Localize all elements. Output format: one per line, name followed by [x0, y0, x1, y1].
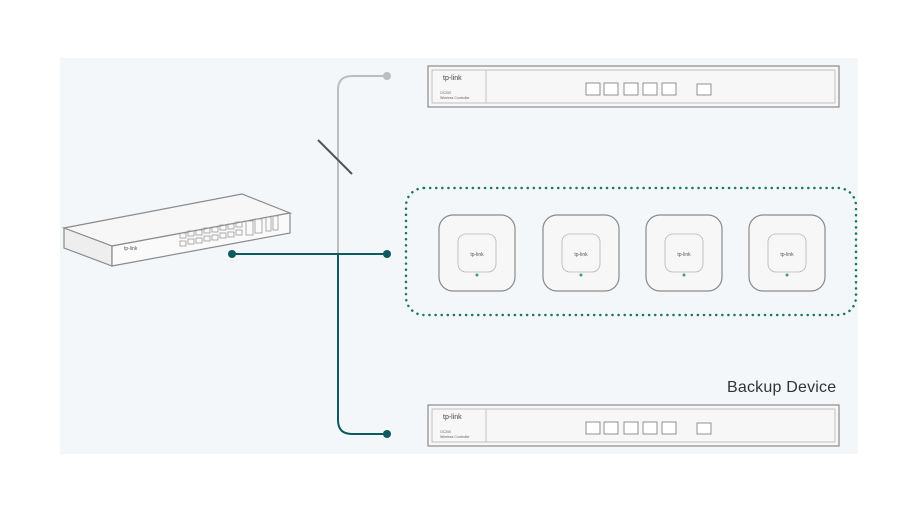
- ap-4-brand: tp-link: [780, 252, 794, 258]
- inactive-link: [337, 75, 387, 254]
- switch-icon: tp-link: [61, 193, 293, 267]
- backup-controller-model: OC200: [440, 430, 451, 434]
- switch-port-dot: [228, 250, 236, 258]
- link-break-mark: [317, 139, 353, 175]
- backup-controller-type: Wireless Controller: [440, 435, 470, 439]
- access-point-icon: tp-link: [438, 214, 516, 292]
- ap-3-brand: tp-link: [677, 252, 691, 258]
- access-point-icon: tp-link: [542, 214, 620, 292]
- backup-controller-brand: tp-link: [443, 414, 462, 421]
- ap-2-brand: tp-link: [574, 252, 588, 258]
- top-controller-port-dot: [383, 72, 391, 80]
- controller-icon: tp-link OC200 Wireless Controller: [427, 65, 840, 108]
- controller-icon: tp-link OC200 Wireless Controller: [427, 404, 840, 447]
- top-controller-type: Wireless Controller: [440, 96, 470, 100]
- backup-link: [337, 254, 387, 435]
- ap-port-dot: [383, 250, 391, 258]
- top-controller-model: OC200: [440, 91, 451, 95]
- ap-group-outline: [404, 186, 858, 317]
- backup-device-label: Backup Device: [727, 379, 837, 396]
- top-controller-brand: tp-link: [443, 75, 462, 82]
- switch-brand: tp-link: [124, 246, 138, 252]
- access-point-icon: tp-link: [748, 214, 826, 292]
- ap-1-brand: tp-link: [470, 252, 484, 258]
- access-point-icon: tp-link: [645, 214, 723, 292]
- backup-port-dot: [383, 430, 391, 438]
